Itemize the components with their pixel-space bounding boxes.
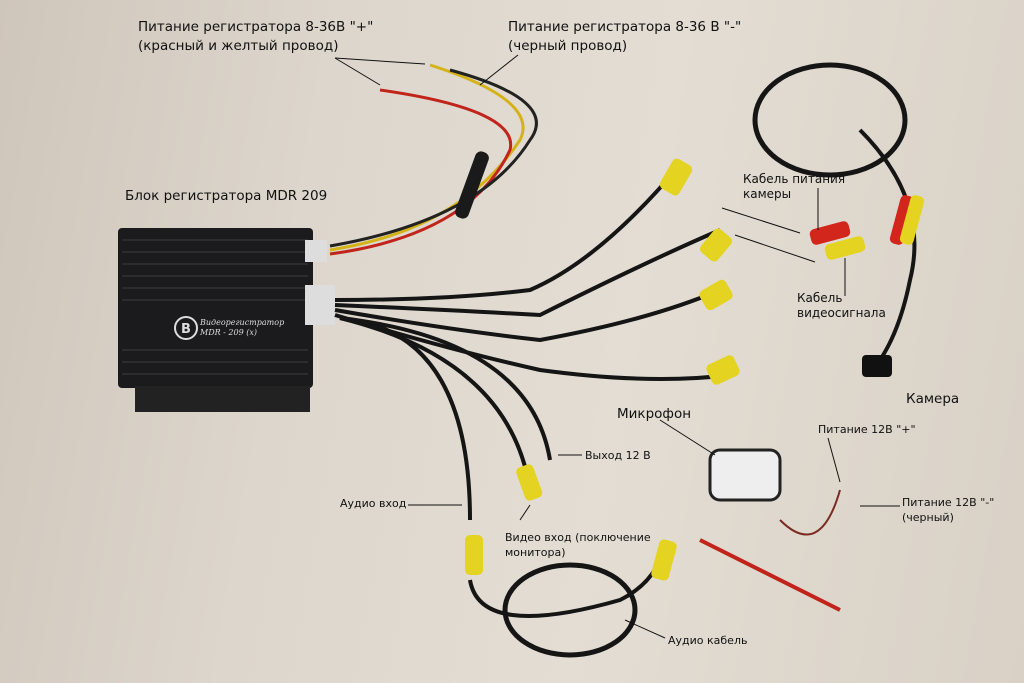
- label-line: (черный): [902, 511, 954, 524]
- device-brand-text: Видеорегистратор: [200, 318, 285, 327]
- microphone-body: [708, 448, 782, 502]
- label-line: (красный и желтый провод): [138, 38, 339, 54]
- harness-cables: [334, 62, 917, 658]
- label-audio-cable: Аудио кабель: [668, 634, 748, 647]
- brand-logo-icon: [174, 316, 198, 340]
- label-line: (черный провод): [508, 38, 628, 54]
- label-line: Питание регистратора 8-36В "+": [138, 19, 374, 35]
- label-microphone: Микрофон: [617, 406, 692, 422]
- label-line: Видео вход (поключение: [505, 531, 651, 544]
- label-audio-in: Аудио вход: [340, 497, 407, 510]
- label-video-in: Видео вход (поключение монитора): [505, 530, 651, 560]
- label-camera: Камера: [906, 391, 960, 407]
- label-line: Кабель: [797, 291, 843, 305]
- power-wires: [329, 63, 538, 256]
- label-line: монитора): [505, 546, 566, 559]
- recorder-unit: B: [118, 228, 335, 412]
- label-power-minus: Питание регистратора 8-36 В "-" (черный …: [508, 18, 741, 56]
- label-power-plus: Питание регистратора 8-36В "+" (красный …: [138, 18, 373, 56]
- label-camera-power-cable: Кабель питания камеры: [743, 172, 845, 202]
- label-line: видеосигнала: [797, 306, 886, 320]
- label-recorder-unit: Блок регистратора MDR 209: [125, 188, 328, 204]
- label-line: Кабель питания: [743, 172, 846, 186]
- camera-body: [862, 355, 892, 377]
- label-power-12v-minus: Питание 12В "-" (черный): [902, 495, 994, 525]
- svg-text:B: B: [181, 322, 191, 337]
- label-line: Питание 12В "-": [902, 496, 995, 509]
- leader-lines: [334, 54, 900, 639]
- rca-connectors: [465, 158, 925, 612]
- label-line: камеры: [743, 187, 792, 201]
- label-video-cable: Кабель видеосигнала: [797, 291, 886, 321]
- label-output-12v: Выход 12 В: [585, 449, 651, 462]
- device-model-text: MDR - 209 (x): [200, 328, 257, 337]
- label-power-12v-plus: Питание 12В "+": [818, 423, 916, 436]
- label-line: Питание регистратора 8-36 В "-": [508, 19, 742, 35]
